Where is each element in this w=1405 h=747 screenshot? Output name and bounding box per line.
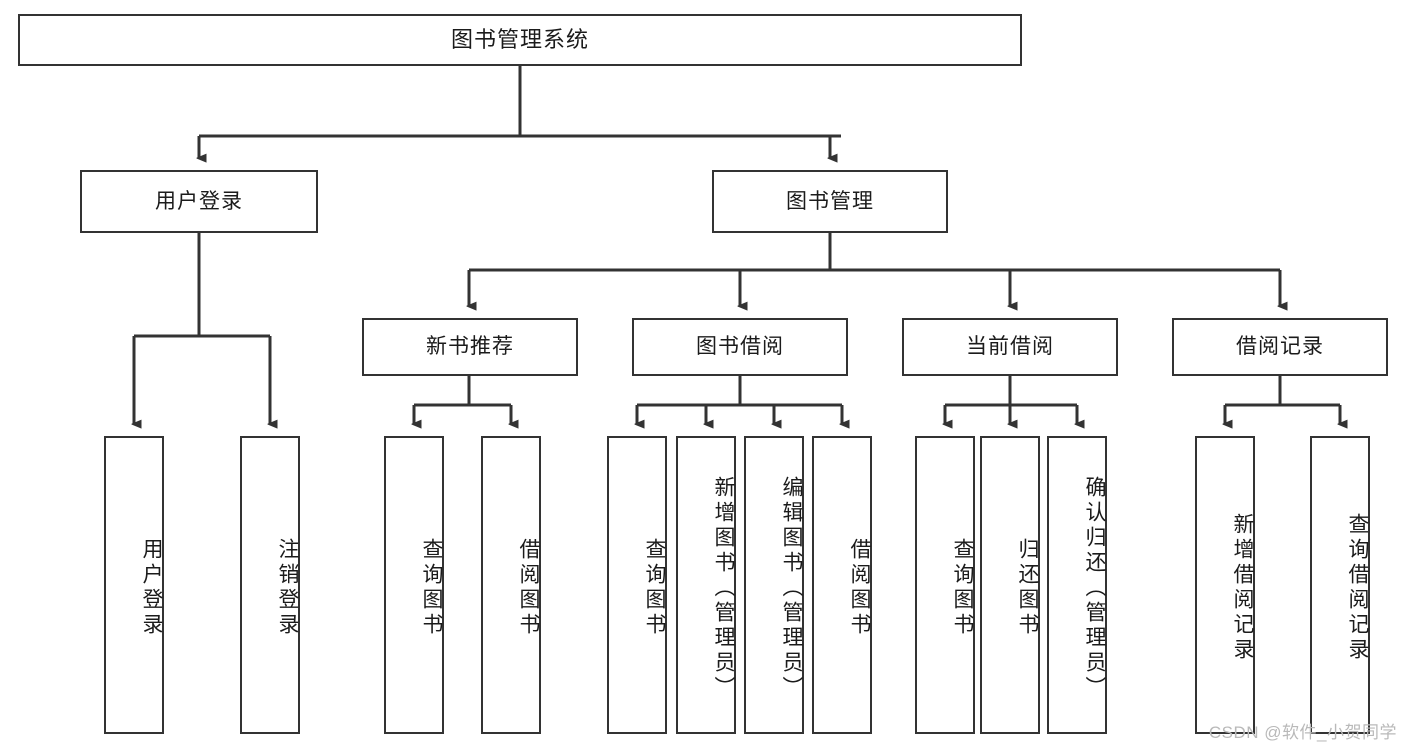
node-book-manage-label: 图书管理	[786, 189, 874, 213]
leaf-return-book[interactable]: 归还图书	[980, 436, 1040, 734]
node-book-manage[interactable]: 图书管理	[712, 170, 948, 233]
leaf-return-book-label: 归还图书	[1016, 538, 1039, 638]
node-book-borrow-label: 图书借阅	[696, 335, 784, 359]
leaf-new-book-borrow[interactable]: 借阅图书	[481, 436, 541, 734]
leaf-edit-book-admin-label: 编辑图书（管理员）	[780, 475, 803, 701]
leaf-borrow-book-label: 借阅图书	[848, 538, 871, 638]
node-book-borrow[interactable]: 图书借阅	[632, 318, 848, 376]
leaf-borrow-query-book[interactable]: 查询图书	[607, 436, 667, 734]
leaf-confirm-return-admin-label: 确认归还（管理员）	[1083, 475, 1106, 701]
leaf-edit-book-admin[interactable]: 编辑图书（管理员）	[744, 436, 804, 734]
leaf-user-login-label: 用户登录	[140, 538, 163, 638]
leaf-add-borrow-record-label: 新增借阅记录	[1231, 513, 1254, 663]
node-new-book-recommend-label: 新书推荐	[426, 335, 514, 359]
node-new-book-recommend[interactable]: 新书推荐	[362, 318, 578, 376]
node-root[interactable]: 图书管理系统	[18, 14, 1022, 66]
node-user-login-label: 用户登录	[155, 189, 243, 213]
leaf-query-borrow-record-label: 查询借阅记录	[1346, 513, 1369, 663]
leaf-logout[interactable]: 注销登录	[240, 436, 300, 734]
node-user-login[interactable]: 用户登录	[80, 170, 318, 233]
leaf-borrow-book[interactable]: 借阅图书	[812, 436, 872, 734]
leaf-logout-label: 注销登录	[276, 538, 299, 638]
watermark-text: CSDN @软件_小贺同学	[1208, 723, 1397, 742]
node-current-borrow[interactable]: 当前借阅	[902, 318, 1118, 376]
leaf-new-book-query[interactable]: 查询图书	[384, 436, 444, 734]
leaf-borrow-query-book-label: 查询图书	[643, 538, 666, 638]
node-root-label: 图书管理系统	[450, 26, 589, 52]
node-borrow-record[interactable]: 借阅记录	[1172, 318, 1388, 376]
leaf-add-book-admin[interactable]: 新增图书（管理员）	[676, 436, 736, 734]
node-borrow-record-label: 借阅记录	[1236, 335, 1324, 359]
leaf-add-book-admin-label: 新增图书（管理员）	[712, 475, 735, 701]
leaf-new-book-borrow-label: 借阅图书	[517, 538, 540, 638]
leaf-confirm-return-admin[interactable]: 确认归还（管理员）	[1047, 436, 1107, 734]
leaf-current-query-book[interactable]: 查询图书	[915, 436, 975, 734]
node-current-borrow-label: 当前借阅	[966, 335, 1054, 359]
leaf-user-login[interactable]: 用户登录	[104, 436, 164, 734]
leaf-add-borrow-record[interactable]: 新增借阅记录	[1195, 436, 1255, 734]
leaf-query-borrow-record[interactable]: 查询借阅记录	[1310, 436, 1370, 734]
leaf-current-query-book-label: 查询图书	[951, 538, 974, 638]
leaf-new-book-query-label: 查询图书	[420, 538, 443, 638]
